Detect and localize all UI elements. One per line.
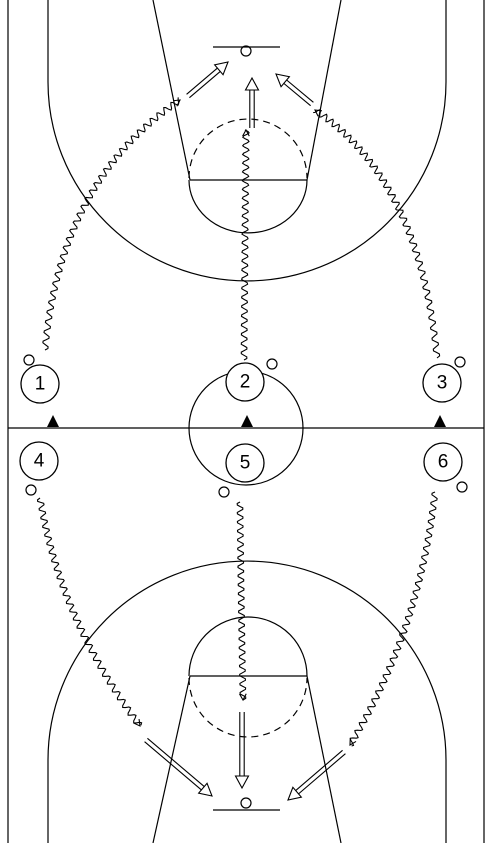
dribble-arrowhead — [239, 693, 247, 702]
arrow-shaft-line — [286, 79, 314, 103]
player-5: 5 — [218, 443, 265, 498]
dribble-path-6 — [349, 491, 438, 747]
dribble-path-4 — [36, 497, 143, 726]
top-rim — [240, 45, 252, 57]
player-marker — [422, 363, 462, 403]
arrow-shaft-line — [147, 737, 205, 787]
player-marker — [225, 362, 265, 402]
player-number: 5 — [240, 453, 251, 474]
ball-icon — [25, 484, 37, 496]
player-marker — [20, 364, 60, 404]
arrow-shaft-line — [186, 67, 218, 95]
dribble-path-3 — [313, 108, 441, 359]
bottom-key-arc — [188, 616, 308, 677]
arrow-shaft-line — [295, 749, 343, 791]
cones — [47, 415, 446, 427]
dribble-path-2 — [240, 129, 250, 361]
cone-icon — [434, 415, 446, 427]
ball-icon — [218, 486, 230, 498]
player-marker — [225, 443, 265, 483]
dribble-paths — [36, 97, 441, 747]
ball-icon — [266, 358, 278, 370]
ball-icon — [456, 481, 468, 493]
shot-arrow-bottom-left — [144, 737, 213, 797]
shot-arrow-top-left — [186, 61, 229, 99]
bottom-rim — [240, 797, 252, 809]
dribble-arrowhead — [133, 718, 141, 727]
pass-arrows — [144, 61, 346, 801]
arrow-shaft-line — [144, 741, 202, 791]
arrowhead — [234, 775, 250, 790]
bottom-key-arc-dashed — [188, 677, 308, 738]
player-number: 3 — [437, 373, 448, 394]
arrowhead — [275, 73, 291, 88]
dribble-arrowhead — [172, 99, 181, 107]
shot-arrow-bottom-center — [234, 712, 250, 790]
player-number: 1 — [35, 374, 46, 395]
top-three-point-line — [47, 0, 447, 282]
top-key-arc-dashed — [188, 118, 308, 179]
player-2: 2 — [225, 358, 278, 402]
bottom-lane-left — [152, 675, 191, 843]
dribble-arrowhead — [314, 109, 323, 117]
player-number: 4 — [34, 451, 45, 472]
ball-icon — [454, 356, 466, 368]
arrow-shaft-line — [283, 82, 311, 107]
player-number: 6 — [438, 452, 449, 473]
court-lines — [7, 0, 485, 843]
player-4: 4 — [19, 441, 59, 496]
arrowhead — [197, 782, 213, 797]
bottom-lane-right — [306, 675, 342, 843]
dribble-arrowhead — [349, 737, 357, 746]
top-lane-left — [152, 0, 191, 181]
player-3: 3 — [422, 356, 466, 403]
shot-arrow-top-right — [275, 73, 314, 107]
dribble-arrowhead — [242, 128, 250, 137]
cone-icon — [47, 415, 59, 427]
ball-icon — [23, 354, 35, 366]
arrow-shaft-line — [298, 753, 346, 795]
top-lane-right — [306, 0, 342, 181]
shot-arrow-bottom-right — [287, 749, 346, 801]
player-number: 2 — [240, 372, 251, 393]
dribble-path-5 — [236, 501, 247, 701]
player-1: 1 — [20, 354, 60, 404]
player-marker — [19, 441, 59, 481]
player-marker — [423, 442, 463, 482]
bottom-three-point-line — [47, 560, 447, 843]
arrowhead — [213, 61, 229, 76]
shot-arrow-top-center — [244, 76, 260, 128]
arrowhead — [287, 786, 303, 801]
arrow-shaft-line — [189, 71, 221, 99]
players: 1 2 3 4 5 6 — [19, 354, 468, 498]
top-key-arc — [188, 179, 308, 234]
dribble-path-1 — [42, 97, 180, 351]
player-6: 6 — [423, 442, 468, 493]
cone-icon — [241, 415, 253, 427]
arrowhead — [244, 76, 260, 91]
